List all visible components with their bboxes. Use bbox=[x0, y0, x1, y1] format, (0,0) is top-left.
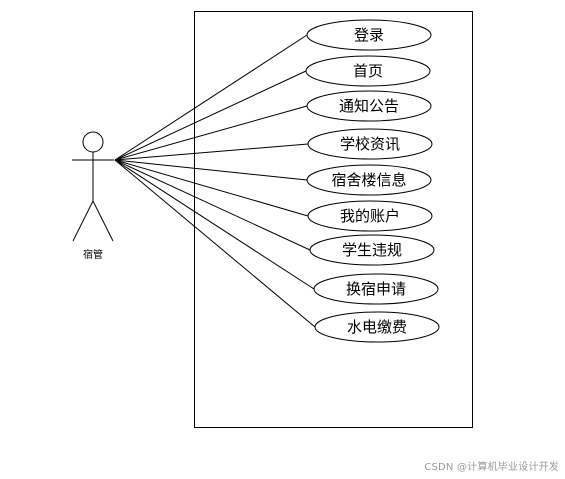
actor-left-leg bbox=[72, 200, 94, 242]
use-case-ellipse bbox=[306, 164, 432, 196]
use-case-label: 首页 bbox=[353, 62, 383, 80]
use-case-ellipse bbox=[306, 19, 432, 51]
use-case-ellipse bbox=[313, 273, 439, 305]
use-case-2: 首页 bbox=[305, 55, 431, 87]
use-case-5: 宿舍楼信息 bbox=[306, 164, 432, 196]
use-case-1: 登录 bbox=[306, 19, 432, 51]
association-line-5 bbox=[114, 159, 308, 181]
use-case-4: 学校资讯 bbox=[307, 128, 433, 160]
use-case-label: 通知公告 bbox=[339, 97, 399, 115]
association-line-8 bbox=[114, 159, 315, 290]
association-line-4 bbox=[114, 143, 309, 161]
use-case-label: 学校资讯 bbox=[340, 135, 400, 153]
use-case-label: 学生违规 bbox=[342, 241, 402, 259]
actor-head bbox=[82, 131, 104, 153]
use-case-label: 登录 bbox=[354, 26, 384, 44]
use-case-ellipse bbox=[307, 200, 433, 232]
association-line-3 bbox=[114, 105, 308, 161]
use-case-ellipse bbox=[314, 311, 440, 343]
use-case-ellipse bbox=[306, 90, 432, 122]
use-case-label: 换宿申请 bbox=[346, 280, 406, 298]
use-case-3: 通知公告 bbox=[306, 90, 432, 122]
actor-right-leg bbox=[92, 200, 114, 242]
use-case-8: 换宿申请 bbox=[313, 273, 439, 305]
use-case-6: 我的账户 bbox=[307, 200, 433, 232]
association-line-9 bbox=[114, 159, 316, 328]
use-case-ellipse bbox=[309, 234, 435, 266]
use-case-label: 水电缴费 bbox=[347, 318, 407, 336]
actor-figure bbox=[72, 131, 114, 242]
use-case-ellipse bbox=[305, 55, 431, 87]
use-case-ellipse bbox=[307, 128, 433, 160]
association-line-2 bbox=[114, 70, 307, 161]
association-line-1 bbox=[114, 34, 308, 161]
use-case-label: 我的账户 bbox=[340, 207, 400, 225]
use-case-label: 宿舍楼信息 bbox=[331, 171, 406, 189]
watermark: CSDN @计算机毕业设计开发 bbox=[424, 462, 559, 473]
system-boundary bbox=[194, 11, 473, 428]
association-line-7 bbox=[114, 159, 311, 251]
actor-label: 宿管 bbox=[83, 248, 103, 261]
association-lines bbox=[114, 34, 316, 328]
association-line-6 bbox=[114, 159, 309, 217]
use-case-7: 学生违规 bbox=[309, 234, 435, 266]
use-case-9: 水电缴费 bbox=[314, 311, 440, 343]
